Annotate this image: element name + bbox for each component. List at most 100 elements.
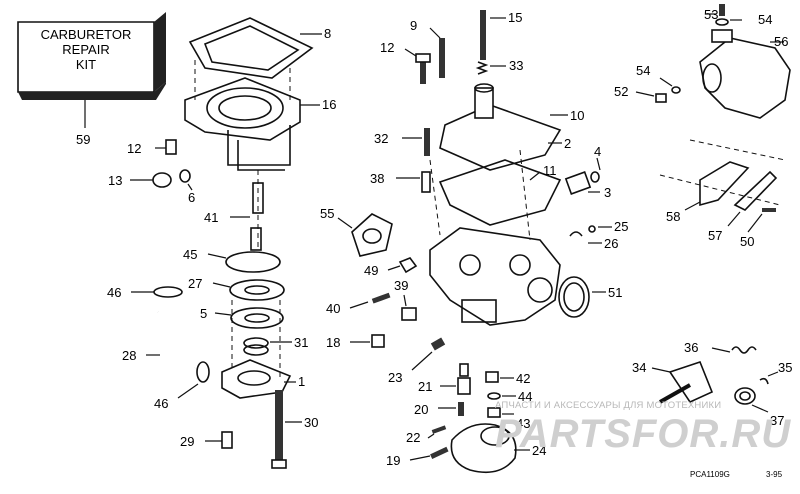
diaphragm-5: [214, 307, 284, 329]
callout-31: 31: [294, 335, 308, 350]
washer-6: [179, 169, 193, 191]
callout-49: 49: [364, 263, 378, 278]
screw-12-left: [155, 139, 177, 155]
callout-18: 18: [326, 335, 340, 350]
callout-25: 25: [614, 219, 628, 234]
callout-23: 23: [388, 370, 402, 385]
callout-26: 26: [604, 236, 618, 251]
reed-stop-57: [727, 170, 778, 227]
callout-59: 59: [76, 132, 90, 147]
callout-5: 5: [200, 306, 207, 321]
screw-29: [205, 431, 233, 449]
callout-57: 57: [708, 228, 722, 243]
clip-46-top: [131, 286, 183, 298]
callout-1: 1: [298, 374, 305, 389]
callout-46-top: 46: [107, 285, 121, 300]
callout-11: 11: [543, 163, 557, 178]
callout-12-left: 12: [127, 141, 141, 156]
gasket-51: [558, 276, 606, 318]
callout-38: 38: [370, 171, 384, 186]
seal-4: [590, 157, 601, 183]
callout-29: 29: [180, 434, 194, 449]
callout-52: 52: [614, 84, 628, 99]
plug-25: [588, 225, 612, 233]
jet-21: [440, 363, 471, 395]
screw-38: [396, 171, 431, 193]
screw-52: [635, 91, 667, 103]
callout-13: 13: [108, 173, 122, 188]
callout-20: 20: [414, 402, 428, 417]
callout-50: 50: [740, 234, 754, 249]
spring-33: [475, 61, 506, 75]
air-silencer-56: [699, 29, 791, 119]
plug-13: [130, 172, 172, 188]
callout-37: 37: [770, 413, 784, 428]
long-screw-30: [271, 390, 302, 469]
washer-54-top: [715, 18, 742, 26]
screw-15: [480, 10, 506, 60]
pin-19: [409, 446, 449, 461]
callout-41: 41: [204, 210, 218, 225]
callout-58: 58: [666, 209, 680, 224]
callout-16: 16: [322, 97, 336, 112]
o-ring-45: [207, 251, 281, 273]
callout-2: 2: [564, 136, 571, 151]
gasket-55: [337, 213, 393, 257]
screw-23: [411, 337, 446, 371]
washer-44: [487, 392, 516, 400]
callout-36: 36: [684, 340, 698, 355]
top-plate-10: [439, 83, 568, 171]
washer-54-mid: [659, 77, 681, 94]
pin-22: [427, 425, 447, 439]
kit-line-3: KIT: [75, 57, 97, 72]
screw-53: [706, 4, 725, 16]
callout-12-top: 12: [380, 40, 394, 55]
clip-26: [569, 231, 602, 244]
repair-kit-label: CARBURETOR REPAIR KIT: [18, 22, 154, 92]
callout-24: 24: [532, 443, 546, 458]
pin-40: [349, 292, 391, 309]
watermark-tagline: АПЧАСТИ И АКСЕССУАРЫ ДЛЯ МОТОТЕХНИКИ: [495, 400, 722, 411]
callout-44: 44: [518, 389, 532, 404]
callout-15: 15: [508, 10, 522, 25]
gasket-11: [438, 159, 562, 226]
screw-12-top: [404, 48, 431, 84]
spring-31: [243, 337, 292, 356]
repair-kit-box: [17, 12, 166, 128]
watermark-logo: PARTSFOR.RU: [495, 412, 792, 456]
callout-54-top: 54: [758, 12, 772, 27]
spring-37: [734, 387, 769, 413]
callout-8: 8: [324, 26, 331, 41]
callout-30: 30: [304, 415, 318, 430]
clip-35: [759, 371, 779, 385]
gasket-8: [188, 17, 322, 79]
diagram-id: PCA1109G: [690, 470, 730, 479]
callout-39: 39: [394, 278, 408, 293]
callout-55: 55: [320, 206, 334, 221]
plug-18: [350, 334, 385, 348]
jet-20: [438, 402, 464, 416]
callout-19: 19: [386, 453, 400, 468]
callout-56: 56: [774, 34, 788, 49]
callout-28: 28: [122, 348, 136, 363]
callout-54-mid: 54: [636, 63, 650, 78]
callout-3: 3: [604, 185, 611, 200]
callout-42: 42: [516, 371, 530, 386]
kit-line-1: CARBURETOR: [40, 27, 132, 42]
callout-6: 6: [188, 190, 195, 205]
clip-46-bottom: [177, 361, 210, 399]
callout-9: 9: [410, 18, 417, 33]
callout-45: 45: [183, 247, 197, 262]
fuel-hose-28: [146, 311, 196, 372]
screw-32: [402, 128, 430, 156]
reed-plate-58: [684, 161, 750, 211]
callout-4: 4: [594, 144, 601, 159]
callout-34: 34: [632, 360, 646, 375]
callout-51: 51: [608, 285, 622, 300]
callout-27: 27: [188, 276, 202, 291]
callout-21: 21: [418, 379, 432, 394]
callout-35: 35: [778, 360, 792, 375]
throttle-lever-34: [651, 361, 714, 404]
